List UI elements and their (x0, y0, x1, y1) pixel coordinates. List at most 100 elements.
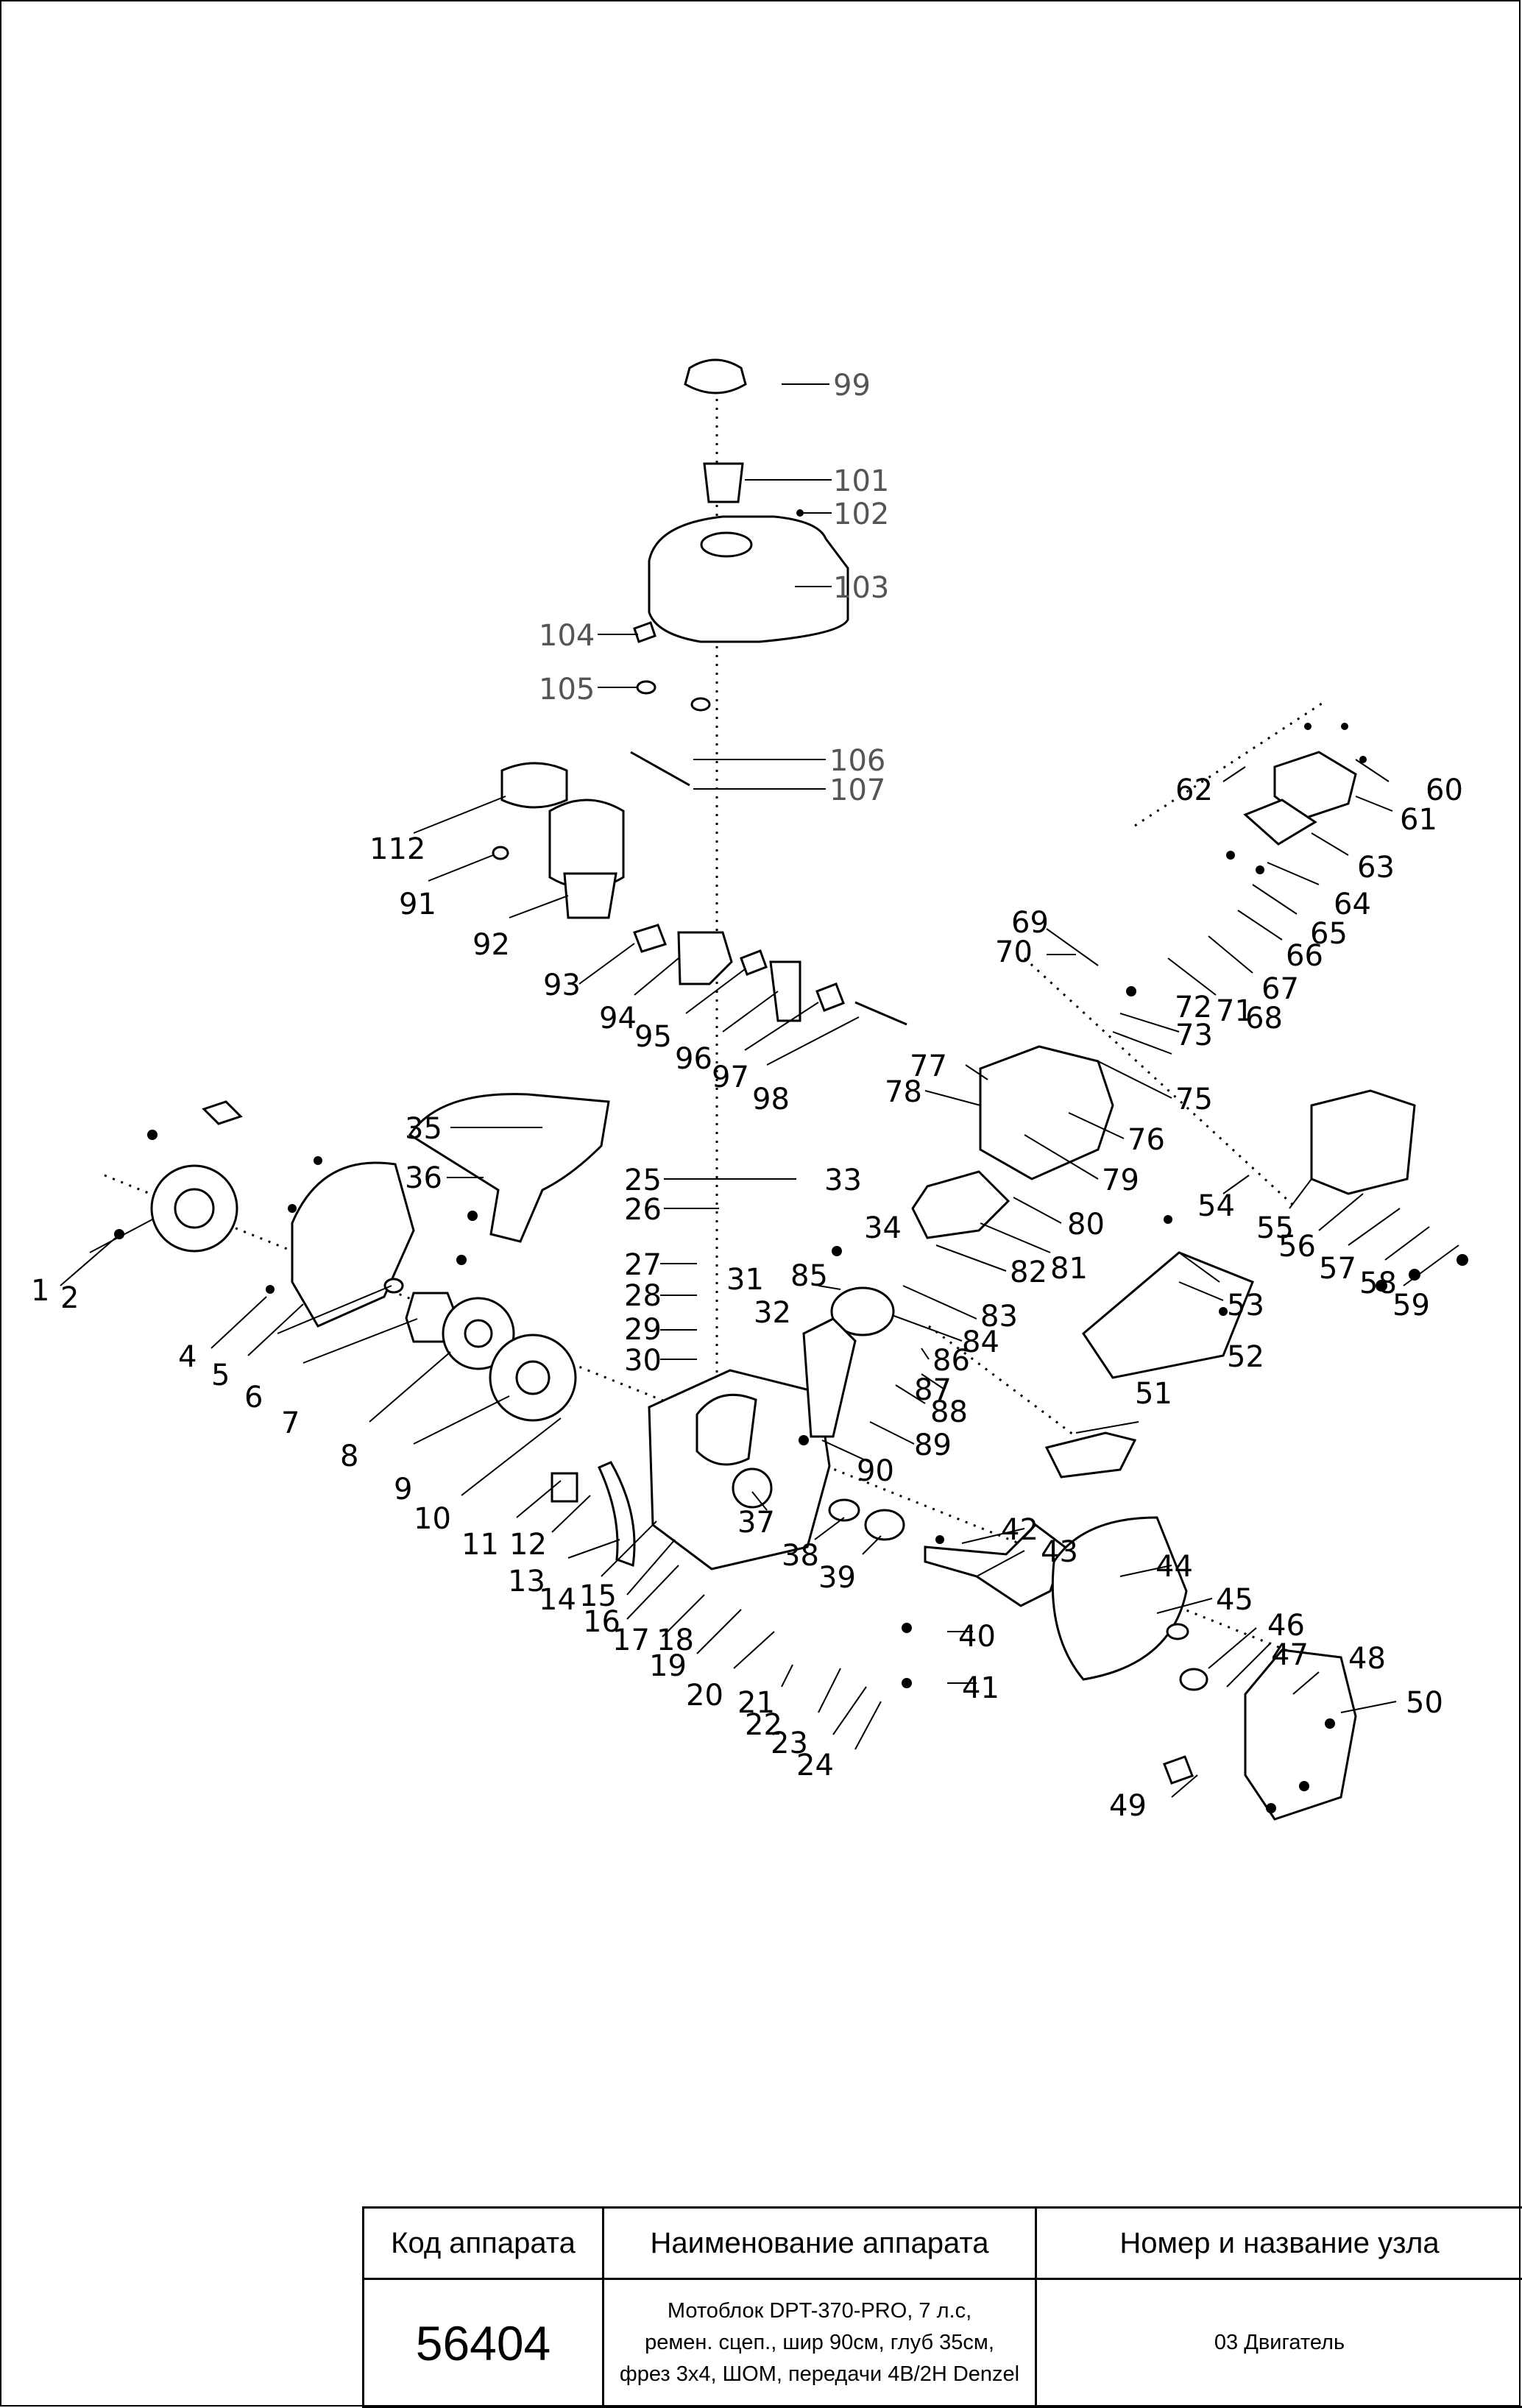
crankcase (648, 1369, 831, 1570)
crankcase-cover (1244, 1649, 1357, 1821)
carburetor (677, 931, 733, 985)
label-1: 1 (31, 1274, 49, 1308)
label-40: 40 (958, 1620, 996, 1654)
label-25: 25 (624, 1164, 662, 1197)
label-49: 49 (1109, 1789, 1147, 1823)
label-29: 29 (624, 1313, 662, 1347)
item-numbers: 99 101 102 103 104 105 106 107 112 91 92… (31, 369, 1463, 1823)
label-112: 112 (369, 832, 425, 866)
label-99: 99 (833, 369, 871, 403)
crankcase-group (408, 1093, 905, 1570)
exhaust-guard (1082, 1251, 1254, 1379)
rocker-gasket (1243, 798, 1317, 846)
label-26: 26 (624, 1193, 662, 1227)
label-33: 33 (824, 1164, 862, 1197)
bearing-39 (864, 1509, 905, 1541)
fasteners (114, 509, 1468, 1813)
label-23: 23 (771, 1727, 808, 1760)
label-101: 101 (833, 464, 889, 498)
label-57: 57 (1319, 1252, 1356, 1286)
muffler (1310, 1089, 1416, 1195)
header-unit: Номер и название узла (1035, 2206, 1522, 2280)
label-43: 43 (1041, 1535, 1078, 1569)
label-20: 20 (686, 1679, 723, 1713)
label-80: 80 (1067, 1208, 1105, 1242)
label-59: 59 (1392, 1289, 1430, 1322)
exploded-engine-diagram: 99 101 102 103 104 105 106 107 112 91 92… (31, 358, 1468, 1823)
rocker-cover (1273, 751, 1357, 820)
fan-cover (291, 1161, 415, 1328)
label-105: 105 (539, 673, 595, 707)
label-28: 28 (624, 1279, 662, 1313)
label-31: 31 (726, 1263, 764, 1297)
insulator-96 (769, 960, 801, 1022)
label-2: 2 (60, 1281, 79, 1315)
label-6: 6 (244, 1381, 263, 1414)
label-52: 52 (1227, 1340, 1264, 1374)
label-10: 10 (414, 1502, 451, 1536)
fuel-tank (648, 515, 849, 643)
crankshaft (924, 1523, 1066, 1607)
label-75: 75 (1175, 1083, 1213, 1116)
label-54: 54 (1197, 1189, 1235, 1223)
label-83: 83 (980, 1300, 1018, 1334)
label-9: 9 (394, 1473, 412, 1506)
label-56: 56 (1278, 1230, 1316, 1264)
label-67: 67 (1261, 972, 1299, 1006)
label-27: 27 (624, 1248, 662, 1282)
label-76: 76 (1128, 1123, 1165, 1157)
label-78: 78 (885, 1075, 922, 1109)
label-90: 90 (857, 1454, 894, 1488)
label-102: 102 (833, 497, 889, 531)
label-5: 5 (211, 1359, 230, 1392)
label-85: 85 (790, 1259, 828, 1293)
label-7: 7 (281, 1406, 300, 1440)
label-36: 36 (405, 1161, 442, 1195)
header-code: Код аппарата (362, 2206, 604, 2280)
label-37: 37 (737, 1506, 775, 1540)
starter-handle (202, 1100, 243, 1125)
label-88: 88 (930, 1395, 968, 1429)
label-4: 4 (178, 1340, 197, 1374)
label-34: 34 (864, 1211, 902, 1245)
apparatus-name-line-1: Мотоблок DPT-370-PRO, 7 л.с, (667, 2299, 972, 2323)
label-55: 55 (1256, 1211, 1294, 1245)
header-name: Наименование аппарата (602, 2206, 1037, 2280)
apparatus-name-line-3: фрез 3х4, ШОМ, передачи 4В/2Н Denzel (619, 2362, 1020, 2386)
gasket-97 (815, 982, 845, 1012)
air-filter-base (563, 872, 617, 919)
label-51: 51 (1135, 1377, 1172, 1411)
label-94: 94 (599, 1002, 637, 1035)
tank-filler-neck (700, 531, 753, 558)
label-106: 106 (829, 744, 885, 778)
label-58: 58 (1359, 1267, 1397, 1300)
cylinder-head (979, 1045, 1114, 1180)
label-96: 96 (675, 1042, 712, 1076)
label-69: 69 (1011, 906, 1049, 940)
label-65: 65 (1310, 917, 1348, 951)
label-62: 62 (1175, 773, 1213, 807)
label-22: 22 (745, 1708, 782, 1742)
label-77: 77 (910, 1049, 947, 1083)
label-81: 81 (1050, 1252, 1088, 1286)
label-104: 104 (539, 619, 595, 653)
label-16: 16 (583, 1605, 620, 1639)
air-filter-group (492, 762, 907, 1026)
piston (830, 1286, 895, 1336)
unit-name: 03 Двигатель (1035, 2278, 1522, 2408)
air-filter-nut (492, 846, 509, 860)
label-72: 72 (1175, 991, 1212, 1024)
label-41: 41 (962, 1671, 999, 1705)
tank-washer-2 (690, 697, 711, 712)
bearing-46 (1179, 1668, 1208, 1691)
label-92: 92 (472, 928, 510, 962)
label-64: 64 (1334, 888, 1371, 921)
stud-98 (854, 1001, 907, 1026)
label-82: 82 (1010, 1256, 1047, 1289)
label-53: 53 (1227, 1289, 1264, 1322)
label-86: 86 (932, 1344, 970, 1378)
label-44: 44 (1155, 1550, 1193, 1584)
starter-flywheel-group (150, 1100, 636, 1568)
fuel-tank-group (630, 358, 849, 787)
